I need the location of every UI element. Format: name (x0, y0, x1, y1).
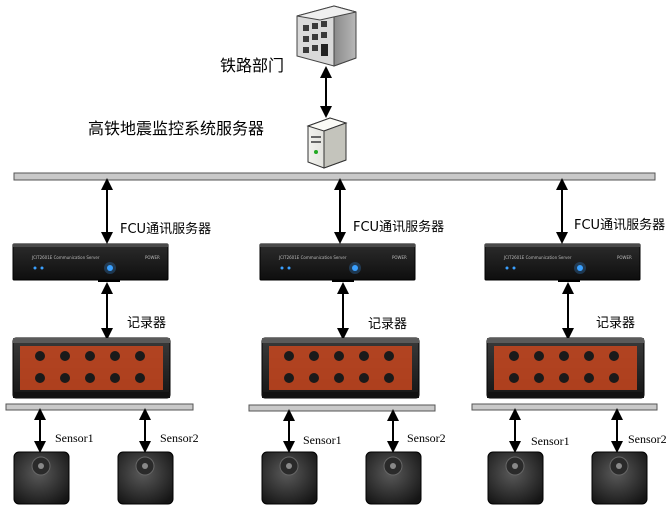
fcu-label-2: FCU通讯服务器 (353, 220, 445, 235)
railway-dept-label: 铁路部门 (220, 56, 285, 75)
sensor1-device-3 (487, 451, 544, 505)
sensor2-device-3 (591, 451, 648, 505)
sensor2-device-1 (117, 451, 174, 505)
recorder-2 (261, 337, 420, 399)
server-pc-icon (306, 117, 348, 169)
recorder-label-3: 记录器 (596, 316, 636, 331)
svg-text:JCIT2601E Communication Server: JCIT2601E Communication Server (31, 255, 100, 260)
sensor2-label-1: Sensor2 (160, 431, 199, 445)
unit-2: JCIT2601E Communication Server POWER (248, 178, 436, 505)
unit-3: JCIT2601E Communication Server POWER (471, 178, 658, 505)
svg-text:JCIT2601E Communication Server: JCIT2601E Communication Server (278, 255, 347, 260)
fcu-server-1: JCIT2601E Communication Server POWER (12, 243, 169, 282)
sensor1-device-2 (261, 451, 318, 505)
fcu-server-3: JCIT2601E Communication Server POWER (484, 243, 641, 282)
sensor1-label-2: Sensor1 (303, 433, 342, 447)
fcu-server-2: JCIT2601E Communication Server POWER (259, 243, 416, 282)
building-icon (296, 5, 357, 67)
sensor1-label-3: Sensor1 (531, 434, 570, 448)
recorder-label-1: 记录器 (127, 316, 167, 331)
sensor1-label-1: Sensor1 (55, 431, 94, 445)
svg-text:POWER: POWER (392, 255, 407, 260)
recorder-bus-1 (5, 403, 194, 411)
svg-text:POWER: POWER (617, 255, 632, 260)
svg-text:JCIT2601E Communication Server: JCIT2601E Communication Server (503, 255, 572, 260)
recorder-1 (12, 337, 171, 399)
sensor1-device-1 (13, 451, 70, 505)
sensor2-label-2: Sensor2 (407, 431, 446, 445)
recorder-bus-2 (248, 404, 436, 412)
monitor-server-label: 高铁地震监控系统服务器 (88, 119, 265, 138)
recorder-label-2: 记录器 (368, 317, 408, 332)
fcu-label-3: FCU通讯服务器 (574, 218, 666, 233)
fcu-label-1: FCU通讯服务器 (120, 222, 212, 237)
sensor2-label-3: Sensor2 (628, 432, 667, 446)
svg-text:POWER: POWER (145, 255, 160, 260)
sensor2-device-2 (365, 451, 422, 505)
top-bus (13, 172, 656, 181)
recorder-bus-3 (471, 403, 658, 411)
recorder-3 (486, 337, 645, 399)
unit-1: JCIT2601E Communication Server POWER (5, 178, 194, 505)
